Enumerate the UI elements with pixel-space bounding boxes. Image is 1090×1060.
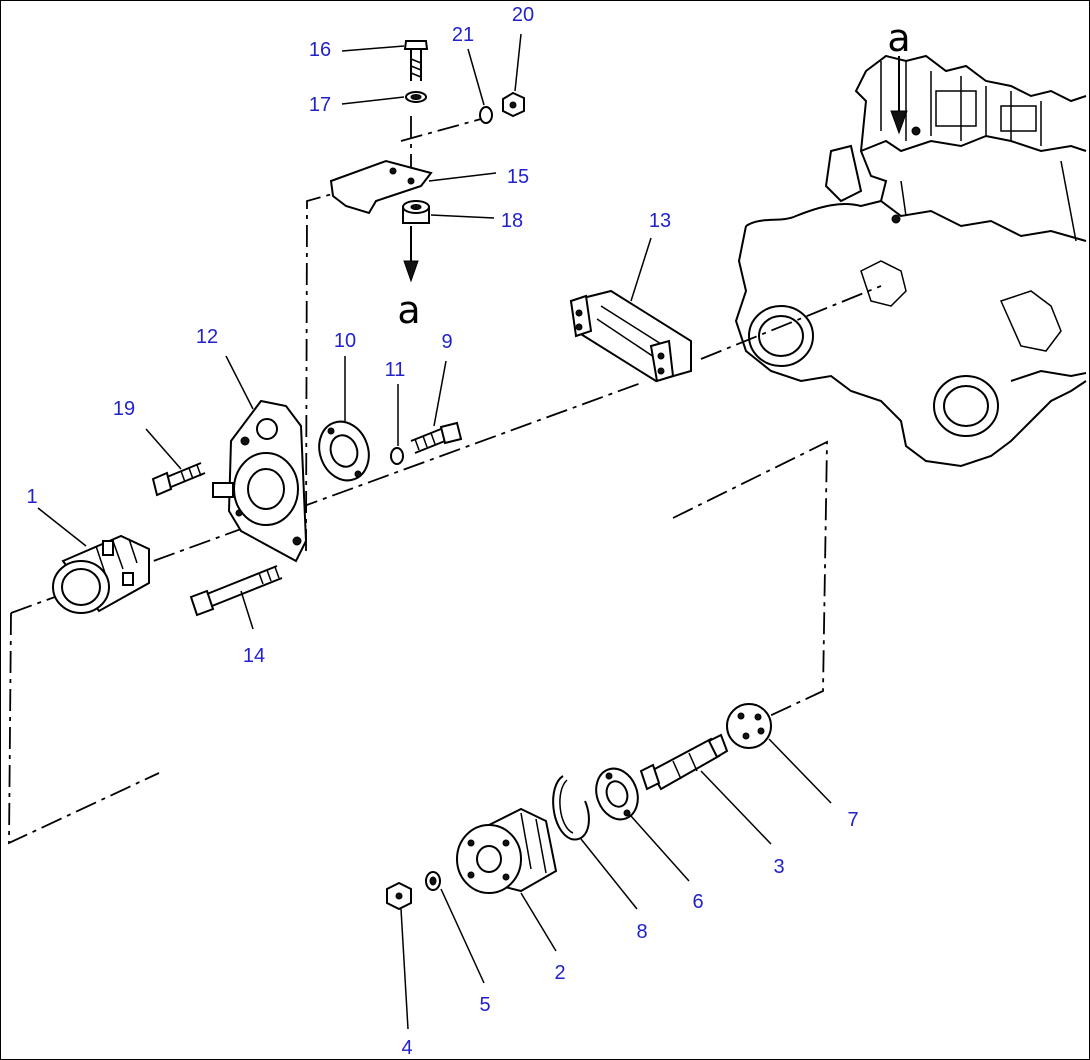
- part-3-shaft: [639, 733, 729, 791]
- part-4-nut: [386, 881, 412, 911]
- callout-16: 16: [309, 39, 331, 61]
- part-20-nut: [502, 91, 525, 118]
- part-14-long-bolt: [189, 565, 283, 617]
- callout-10: 10: [334, 330, 356, 352]
- callout-13: 13: [649, 210, 671, 232]
- callout-20: 20: [512, 4, 534, 26]
- part-5-washer: [425, 871, 441, 891]
- callout-8: 8: [636, 921, 647, 943]
- callout-4: 4: [401, 1037, 412, 1059]
- reference-arrow-lower: [403, 226, 419, 283]
- part-10-gasket: [318, 420, 370, 482]
- callout-12: 12: [196, 326, 218, 348]
- part-19-bolt: [151, 462, 206, 497]
- part-7-disc: [726, 703, 772, 749]
- callout-9: 9: [441, 331, 452, 353]
- part-13-tube: [569, 289, 692, 383]
- callout-3: 3: [773, 856, 784, 878]
- part-12-bracket: [212, 399, 308, 563]
- callout-2: 2: [554, 962, 565, 984]
- part-16-bolt: [403, 40, 429, 81]
- part-21-washer: [479, 106, 493, 124]
- part-1-coupling: [52, 534, 150, 614]
- reference-arrow-top: [890, 56, 908, 135]
- callout-18: 18: [501, 210, 523, 232]
- part-2-hub: [456, 807, 558, 894]
- reference-letter-top: a: [887, 16, 910, 60]
- part-9-bolt: [410, 421, 463, 454]
- callout-5: 5: [479, 994, 490, 1016]
- callout-14: 14: [243, 645, 265, 667]
- part-18-spacer: [402, 200, 430, 224]
- part-8-snap-ring: [552, 775, 590, 841]
- callout-21: 21: [452, 24, 474, 46]
- part-15-bracket: [329, 159, 433, 215]
- callout-19: 19: [113, 398, 135, 420]
- part-6-bearing: [595, 767, 639, 821]
- callout-7: 7: [847, 809, 858, 831]
- assembly-centerlines: [8, 116, 882, 845]
- callout-15: 15: [507, 166, 529, 188]
- part-17-washer: [405, 91, 427, 103]
- callout-17: 17: [309, 94, 331, 116]
- callout-labels: 1 2 3 4 5 6 7 8 9 10 11 12 13 14 15 16 1…: [26, 4, 858, 1059]
- callout-6: 6: [692, 891, 703, 913]
- reference-letter-lower: a: [397, 288, 420, 332]
- callout-1: 1: [26, 486, 37, 508]
- engine-housing: [734, 54, 1087, 468]
- leader-lines: [37, 33, 832, 1030]
- part-11-washer: [390, 447, 404, 465]
- callout-11: 11: [385, 359, 406, 381]
